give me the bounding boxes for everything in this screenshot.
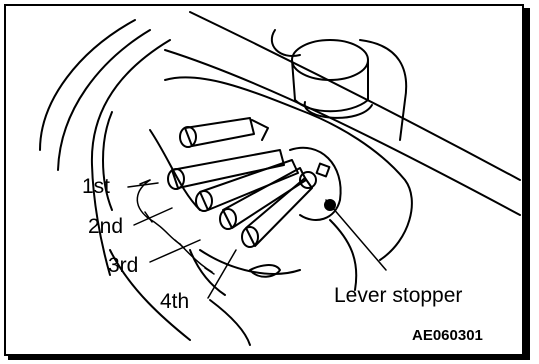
- lever-position-3rd: [220, 168, 306, 229]
- lower-body-4: [210, 300, 250, 345]
- label-4th: 4th: [160, 291, 189, 312]
- upper-lever-arm: [252, 120, 268, 140]
- label-2nd: 2nd: [88, 216, 123, 237]
- leader-3rd: [150, 240, 200, 262]
- lever-position-4th: [242, 178, 312, 247]
- lower-body-2: [250, 265, 280, 277]
- figure-code: AE060301: [412, 328, 483, 343]
- lever-position-2nd: [196, 160, 298, 211]
- leader-lever-stopper: [326, 200, 386, 270]
- knob-top: [292, 40, 368, 80]
- lower-body-5: [190, 250, 225, 295]
- lever-stopper: [317, 164, 330, 177]
- label-1st: 1st: [82, 176, 110, 197]
- steering-wheel-outer-rim: [190, 12, 520, 180]
- label-lever-stopper: Lever stopper: [334, 285, 462, 306]
- leader-2nd: [134, 208, 172, 225]
- position-brackets: [137, 180, 214, 274]
- label-3rd: 3rd: [108, 255, 138, 276]
- steering-wheel-inner-rim: [165, 50, 520, 215]
